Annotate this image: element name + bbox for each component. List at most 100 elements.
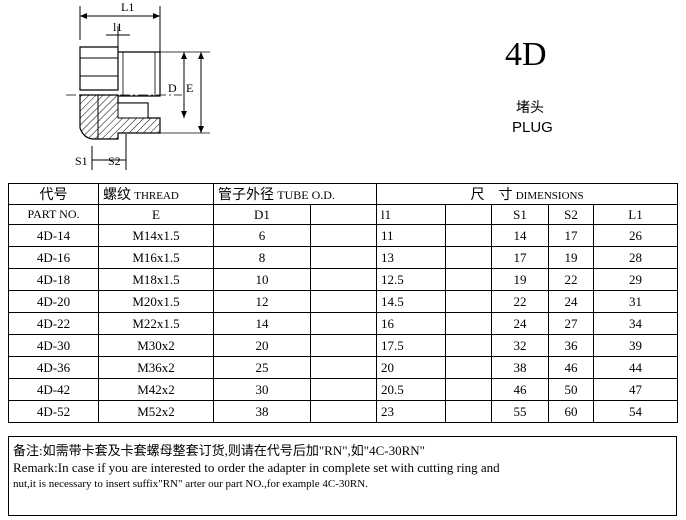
cell-blank-2 [445, 312, 493, 335]
cell-thread: M22x1.5 [98, 312, 214, 335]
cell-L1: 29 [593, 268, 679, 291]
cell-l1: 23 [376, 400, 447, 423]
cell-blank-1 [309, 356, 378, 379]
cell-thread: M42x2 [98, 378, 214, 401]
cell-s2: 19 [548, 246, 595, 269]
header-tube-cn: 管子外径 [218, 188, 274, 203]
product-name-cn: 堵头 [516, 101, 544, 116]
header-thread-cn: 螺纹 [103, 188, 131, 203]
cell-l1: 17.5 [376, 334, 447, 357]
cell-thread: M20x1.5 [98, 290, 214, 313]
cell-L1: 44 [593, 356, 679, 379]
cell-s1: 38 [491, 356, 550, 379]
cell-s2: 17 [548, 224, 595, 247]
plug-technical-drawing: L1 l1 D E S1 S2 [66, 0, 210, 170]
cell-blank-1 [309, 246, 378, 269]
cell-blank-1 [309, 224, 378, 247]
label-D: D [168, 81, 177, 95]
remark-cn: 备注:如需带卡套及卡套螺母整套订货,则请在代号后加"RN",如"4C-30RN" [13, 443, 425, 458]
cell-l1: 12.5 [376, 268, 447, 291]
remarks-box: 备注:如需带卡套及卡套螺母整套订货,则请在代号后加"RN",如"4C-30RN"… [8, 436, 677, 516]
cell-thread: M36x2 [98, 356, 214, 379]
cell-blank-2 [445, 378, 493, 401]
cell-blank-1 [309, 268, 378, 291]
header-part-no-en: PART NO. [8, 204, 99, 225]
cell-thread: M30x2 [98, 334, 214, 357]
cell-L1: 47 [593, 378, 679, 401]
product-name-en: PLUG [512, 119, 553, 136]
cell-part-no: 4D-52 [8, 400, 99, 423]
cell-thread: M18x1.5 [98, 268, 214, 291]
cell-s2: 24 [548, 290, 595, 313]
header-thread: 螺纹 THREAD [98, 183, 214, 205]
product-code: 4D [505, 36, 547, 73]
cell-s1: 24 [491, 312, 550, 335]
header-tube: 管子外径 TUBE O.D. [212, 183, 378, 205]
header-tube-en: TUBE O.D. [277, 188, 335, 202]
cell-part-no: 4D-14 [8, 224, 99, 247]
cell-l1: 13 [376, 246, 447, 269]
cell-blank-1 [309, 378, 378, 401]
cell-s1: 22 [491, 290, 550, 313]
cell-s2: 50 [548, 378, 595, 401]
header-dim-en: DIMENSIONS [515, 190, 584, 202]
cell-blank-1 [309, 290, 378, 313]
cell-tube-od: 8 [213, 246, 311, 269]
header-l1: l1 [376, 204, 447, 225]
cell-L1: 34 [593, 312, 679, 335]
cell-blank-2 [445, 224, 493, 247]
cell-thread: M52x2 [98, 400, 214, 423]
cell-tube-od: 12 [213, 290, 311, 313]
cell-blank-2 [445, 356, 493, 379]
cell-tube-od: 20 [213, 334, 311, 357]
cell-part-no: 4D-42 [8, 378, 99, 401]
cell-blank-1 [309, 400, 378, 423]
header-blank-1 [309, 204, 378, 225]
cell-blank-2 [445, 246, 493, 269]
cell-s2: 22 [548, 268, 595, 291]
remark-en-line2: nut,it is necessary to insert suffix"RN"… [13, 478, 368, 490]
cell-tube-od: 25 [213, 356, 311, 379]
cell-s2: 36 [548, 334, 595, 357]
cell-s2: 27 [548, 312, 595, 335]
header-part-no-cn: 代号 [8, 183, 99, 205]
header-dimensions: 尺 寸 DIMENSIONS [376, 183, 679, 205]
cell-tube-od: 10 [213, 268, 311, 291]
cell-s1: 46 [491, 378, 550, 401]
cell-L1: 31 [593, 290, 679, 313]
cell-thread: M16x1.5 [98, 246, 214, 269]
header-e: E [98, 204, 214, 225]
cell-s1: 14 [491, 224, 550, 247]
cell-part-no: 4D-36 [8, 356, 99, 379]
header-s1: S1 [491, 204, 550, 225]
label-S2: S2 [108, 154, 121, 168]
cell-part-no: 4D-20 [8, 290, 99, 313]
cell-s1: 19 [491, 268, 550, 291]
header-s2: S2 [548, 204, 595, 225]
cell-part-no: 4D-30 [8, 334, 99, 357]
cell-tube-od: 30 [213, 378, 311, 401]
cell-blank-1 [309, 312, 378, 335]
cell-L1: 28 [593, 246, 679, 269]
cell-blank-1 [309, 334, 378, 357]
label-l1: l1 [113, 20, 122, 34]
cell-part-no: 4D-18 [8, 268, 99, 291]
cell-tube-od: 14 [213, 312, 311, 335]
spec-table: 代号 螺纹 THREAD 管子外径 TUBE O.D. 尺 寸 DIMENSIO… [8, 183, 679, 423]
cell-l1: 20.5 [376, 378, 447, 401]
cell-tube-od: 38 [213, 400, 311, 423]
header-blank-2 [445, 204, 493, 225]
cell-L1: 39 [593, 334, 679, 357]
remark-en-line1: Remark:In case if you are interested to … [13, 460, 500, 475]
header-thread-en: THREAD [134, 190, 179, 202]
cell-thread: M14x1.5 [98, 224, 214, 247]
